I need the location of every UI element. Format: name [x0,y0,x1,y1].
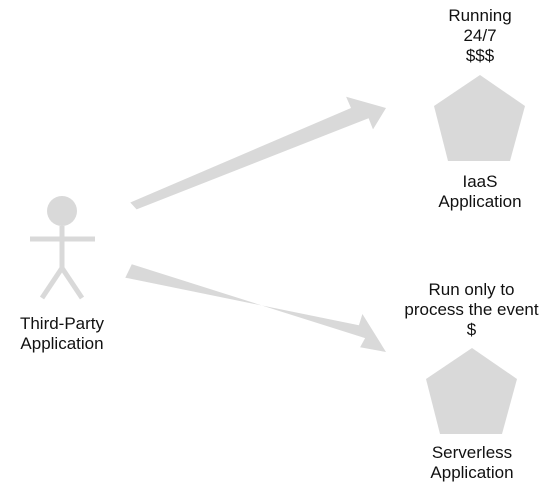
serverless-note: Run only to process the event $ [390,280,553,340]
iaas-label-line1: IaaS [462,172,498,191]
iaas-note: Running 24/7 $$$ [410,6,550,66]
iaas-note-line2: 24/7 [463,26,497,45]
iaas-label-line2: Application [438,192,522,211]
iaas-pentagon-icon [434,75,525,161]
iaas-label: IaaS Application [410,172,550,212]
iaas-note-line3: $$$ [465,46,495,65]
arrow-to-serverless [125,264,387,352]
serverless-label-line2: Application [430,463,514,482]
iaas-note-line1: Running [448,6,512,25]
serverless-note-line1: Run only to [428,280,515,299]
actor-label-line2: Application [20,334,104,353]
serverless-label-line1: Serverless [431,443,513,462]
serverless-note-line2: process the event [404,300,539,319]
actor-label: Third-Party Application [2,314,122,354]
actor-label-line1: Third-Party [19,314,105,333]
serverless-note-line3: $ [466,320,477,339]
serverless-label: Serverless Application [402,443,542,483]
serverless-pentagon-icon [426,348,517,434]
arrow-to-iaas [130,96,386,210]
stick-figure-icon [30,196,95,300]
